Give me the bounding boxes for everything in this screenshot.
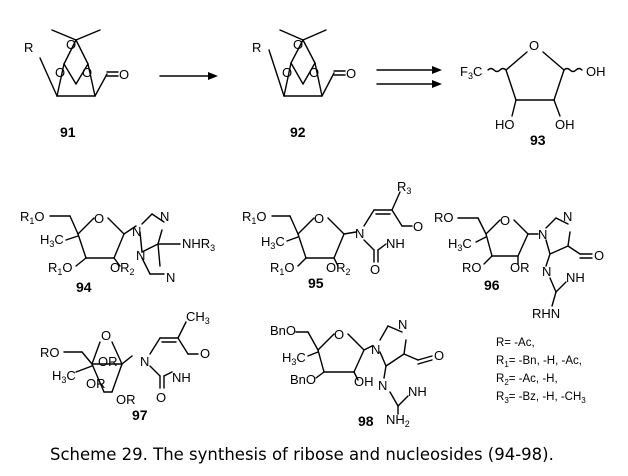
label-O: O	[119, 67, 129, 82]
label-R: R	[24, 40, 33, 55]
label-NHR3: NHR3	[182, 236, 215, 253]
label-N: N	[563, 209, 572, 224]
label-OR: OR	[86, 376, 106, 391]
label-NH: NH	[386, 236, 405, 251]
label-BnO: BnO	[290, 372, 316, 387]
label-N: N	[166, 270, 175, 285]
label-NH: NH	[566, 270, 585, 285]
compound-number-94: 94	[76, 279, 92, 295]
label-N: N	[398, 317, 407, 332]
arrow-head	[432, 80, 442, 88]
label-R1O: R1O	[242, 209, 267, 226]
label-O: O	[370, 262, 380, 277]
compound-number-93: 93	[530, 132, 546, 148]
label-RO: RO	[462, 260, 482, 275]
label-O: O	[282, 65, 292, 80]
label-HO: HO	[495, 117, 515, 132]
label-BnO: BnO	[270, 323, 296, 338]
compound-number-98: 98	[358, 413, 374, 429]
label-OH: OH	[354, 374, 374, 389]
label-N: N	[355, 226, 364, 241]
label-H3C: H3C	[282, 350, 306, 367]
label-O: O	[94, 211, 104, 226]
scheme-caption: Scheme 29. The synthesis of ribose and n…	[50, 445, 554, 464]
label-H3C: H3C	[52, 368, 76, 385]
arrow-head	[432, 66, 442, 74]
compound-93-structure	[487, 51, 583, 117]
label-O: O	[82, 65, 92, 80]
substituent-legend: R= -Ac, R1= -Bn, -H, -Ac, R2= -Ac, -H, R…	[496, 337, 586, 405]
compound-number-91: 91	[60, 124, 76, 140]
label-H3C: H3C	[261, 234, 285, 251]
compound-94-structure	[49, 213, 181, 275]
label-N: N	[538, 227, 547, 242]
label-N: N	[132, 224, 141, 239]
label-O: O	[346, 66, 356, 81]
label-O: O	[594, 248, 604, 263]
label-NH: NH	[408, 384, 427, 399]
compound-number-97: 97	[132, 407, 148, 423]
label-OR: OR	[98, 354, 118, 369]
label-O: O	[413, 219, 423, 234]
label-O: O	[529, 38, 539, 53]
label-NH2: NH2	[386, 412, 410, 429]
label-H3C: H3C	[448, 236, 472, 253]
label-O: O	[200, 346, 210, 361]
label-R: R	[252, 40, 261, 55]
compound-95-structure	[271, 191, 413, 267]
compound-98-structure	[295, 325, 433, 415]
legend-r2: R2= -Ac, -H,	[496, 373, 558, 387]
legend-r1: R1= -Bn, -H, -Ac,	[496, 355, 582, 369]
label-RO: RO	[434, 210, 454, 225]
compound-91-structure	[39, 29, 119, 97]
label-OR2: OR2	[110, 260, 135, 277]
label-O: O	[334, 327, 344, 342]
label-O: O	[293, 37, 303, 52]
label-H3C: H3C	[40, 232, 64, 249]
label-O: O	[500, 213, 510, 228]
label-N: N	[542, 264, 551, 279]
label-RHN: RHN	[532, 306, 560, 321]
label-N: N	[378, 378, 387, 393]
label-O: O	[309, 65, 319, 80]
compound-92-structure	[268, 29, 346, 97]
label-R3: R3	[397, 179, 411, 196]
compound-97-structure	[63, 321, 199, 393]
compound-96-structure	[457, 217, 593, 307]
label-O: O	[434, 348, 444, 363]
label-OR: OR	[510, 260, 530, 275]
label-R1O: R1O	[20, 209, 45, 226]
label-R1O: R1O	[270, 260, 295, 277]
compound-number-95: 95	[308, 275, 324, 291]
label-O: O	[55, 65, 65, 80]
label-O: O	[156, 390, 166, 405]
label-O: O	[66, 37, 76, 52]
label-CH3: CH3	[186, 309, 210, 326]
label-NH: NH	[172, 370, 191, 385]
label-R1O: R1O	[48, 260, 73, 277]
label-OH: OH	[555, 117, 575, 132]
label-N: N	[140, 354, 149, 369]
label-O: O	[314, 211, 324, 226]
label-OR: OR	[116, 392, 136, 407]
legend-r: R= -Ac,	[496, 337, 535, 349]
legend-r3: R3= -Bz, -H, -CH3	[496, 391, 586, 405]
label-N: N	[371, 342, 380, 357]
label-OR2: OR2	[326, 260, 351, 277]
label-N: N	[136, 248, 145, 263]
arrow-head	[208, 72, 218, 80]
label-O: O	[101, 328, 111, 343]
label-F3C: F3C	[460, 64, 482, 81]
label-RO: RO	[40, 345, 60, 360]
label-N: N	[160, 209, 169, 224]
label-OH: OH	[586, 64, 606, 79]
compound-number-92: 92	[290, 124, 306, 140]
compound-number-96: 96	[484, 277, 500, 293]
